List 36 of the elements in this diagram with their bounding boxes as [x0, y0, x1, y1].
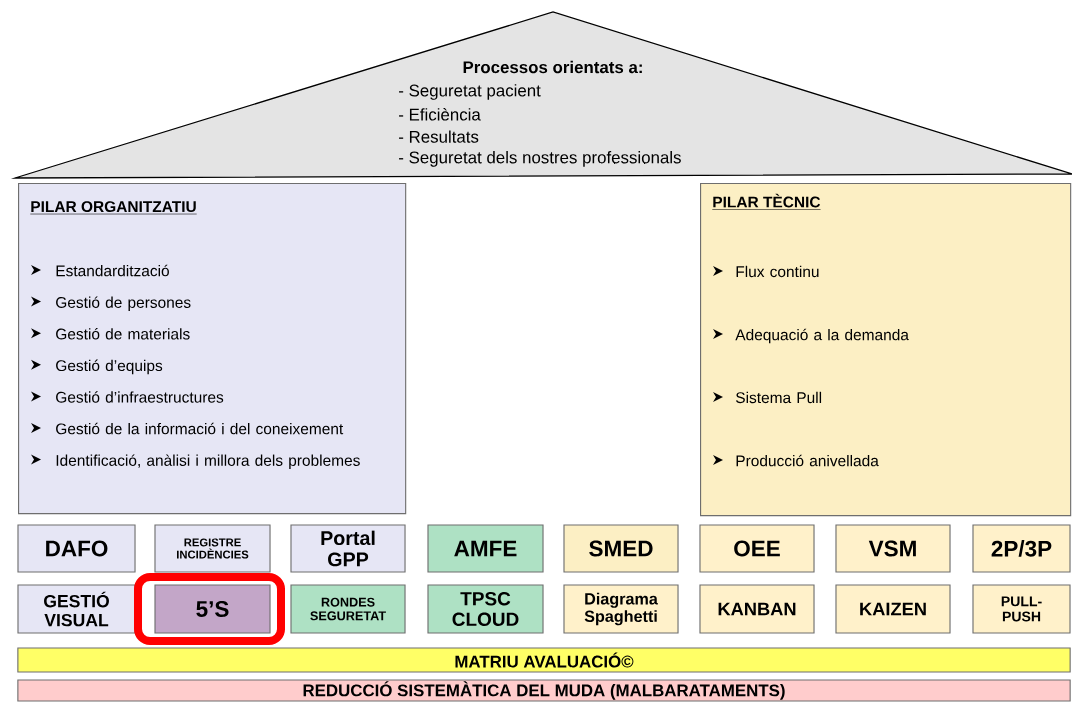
- tool-box: RONDES SEGURETAT: [290, 584, 406, 634]
- tool-box: Diagrama Spaghetti: [563, 584, 679, 634]
- tool-box: 5’S: [154, 584, 271, 634]
- tool-box: AMFE: [427, 524, 544, 573]
- tool-box: SMED: [563, 524, 679, 573]
- list-item: Gestió de persones: [56, 296, 191, 311]
- list-item: - Resultats: [399, 130, 479, 143]
- tool-box: KANBAN: [699, 584, 815, 634]
- tool-box: TPSC CLOUD: [427, 584, 544, 634]
- tool-box: KAIZEN: [835, 584, 951, 634]
- tool-box: DAFO: [17, 524, 136, 573]
- tool-box: REGISTRE INCIDÈNCIES: [154, 524, 271, 573]
- list-item: Sistema Pull: [736, 391, 822, 404]
- tool-box: VSM: [835, 524, 951, 573]
- tool-box: GESTIÓ VISUAL: [17, 584, 136, 634]
- list-item: - Eficiència: [399, 108, 481, 121]
- list-item: Identificació, anàlisi i millora dels problemes: [56, 454, 360, 469]
- list-item: Gestió de la informació i del coneixement: [56, 422, 344, 435]
- list-item: Gestió de materials: [56, 328, 190, 340]
- tool-box: OEE: [699, 524, 815, 573]
- pillar-heading: PILAR ORGANITZATIU: [30, 201, 197, 215]
- list-item: - Seguretat pacient: [399, 84, 541, 100]
- tool-box: 2P/3P: [972, 524, 1071, 573]
- list-item: Flux continu: [736, 265, 819, 278]
- roof-heading: Processos orientats a:: [463, 60, 642, 74]
- pillar-heading: PILAR TÈCNIC: [712, 193, 821, 210]
- list-item: Gestió d’equips: [56, 359, 163, 375]
- list-item: Adequació a la demanda: [735, 328, 909, 344]
- list-item: Producció anivellada: [736, 454, 879, 467]
- tool-box: PULL-PUSH: [972, 584, 1071, 634]
- foundation-band: REDUCCIÓ SISTEMÀTICA DEL MUDA (MALBARATAMENTS): [17, 679, 1071, 702]
- list-item: Estandardització: [56, 264, 169, 277]
- foundation-band: MATRIU AVALUACIÓ©: [17, 647, 1071, 673]
- tool-box: Portal GPP: [290, 524, 406, 573]
- list-item: - Seguretat dels nostres professionals: [399, 151, 681, 167]
- list-item: Gestió d’infraestructures: [56, 391, 224, 403]
